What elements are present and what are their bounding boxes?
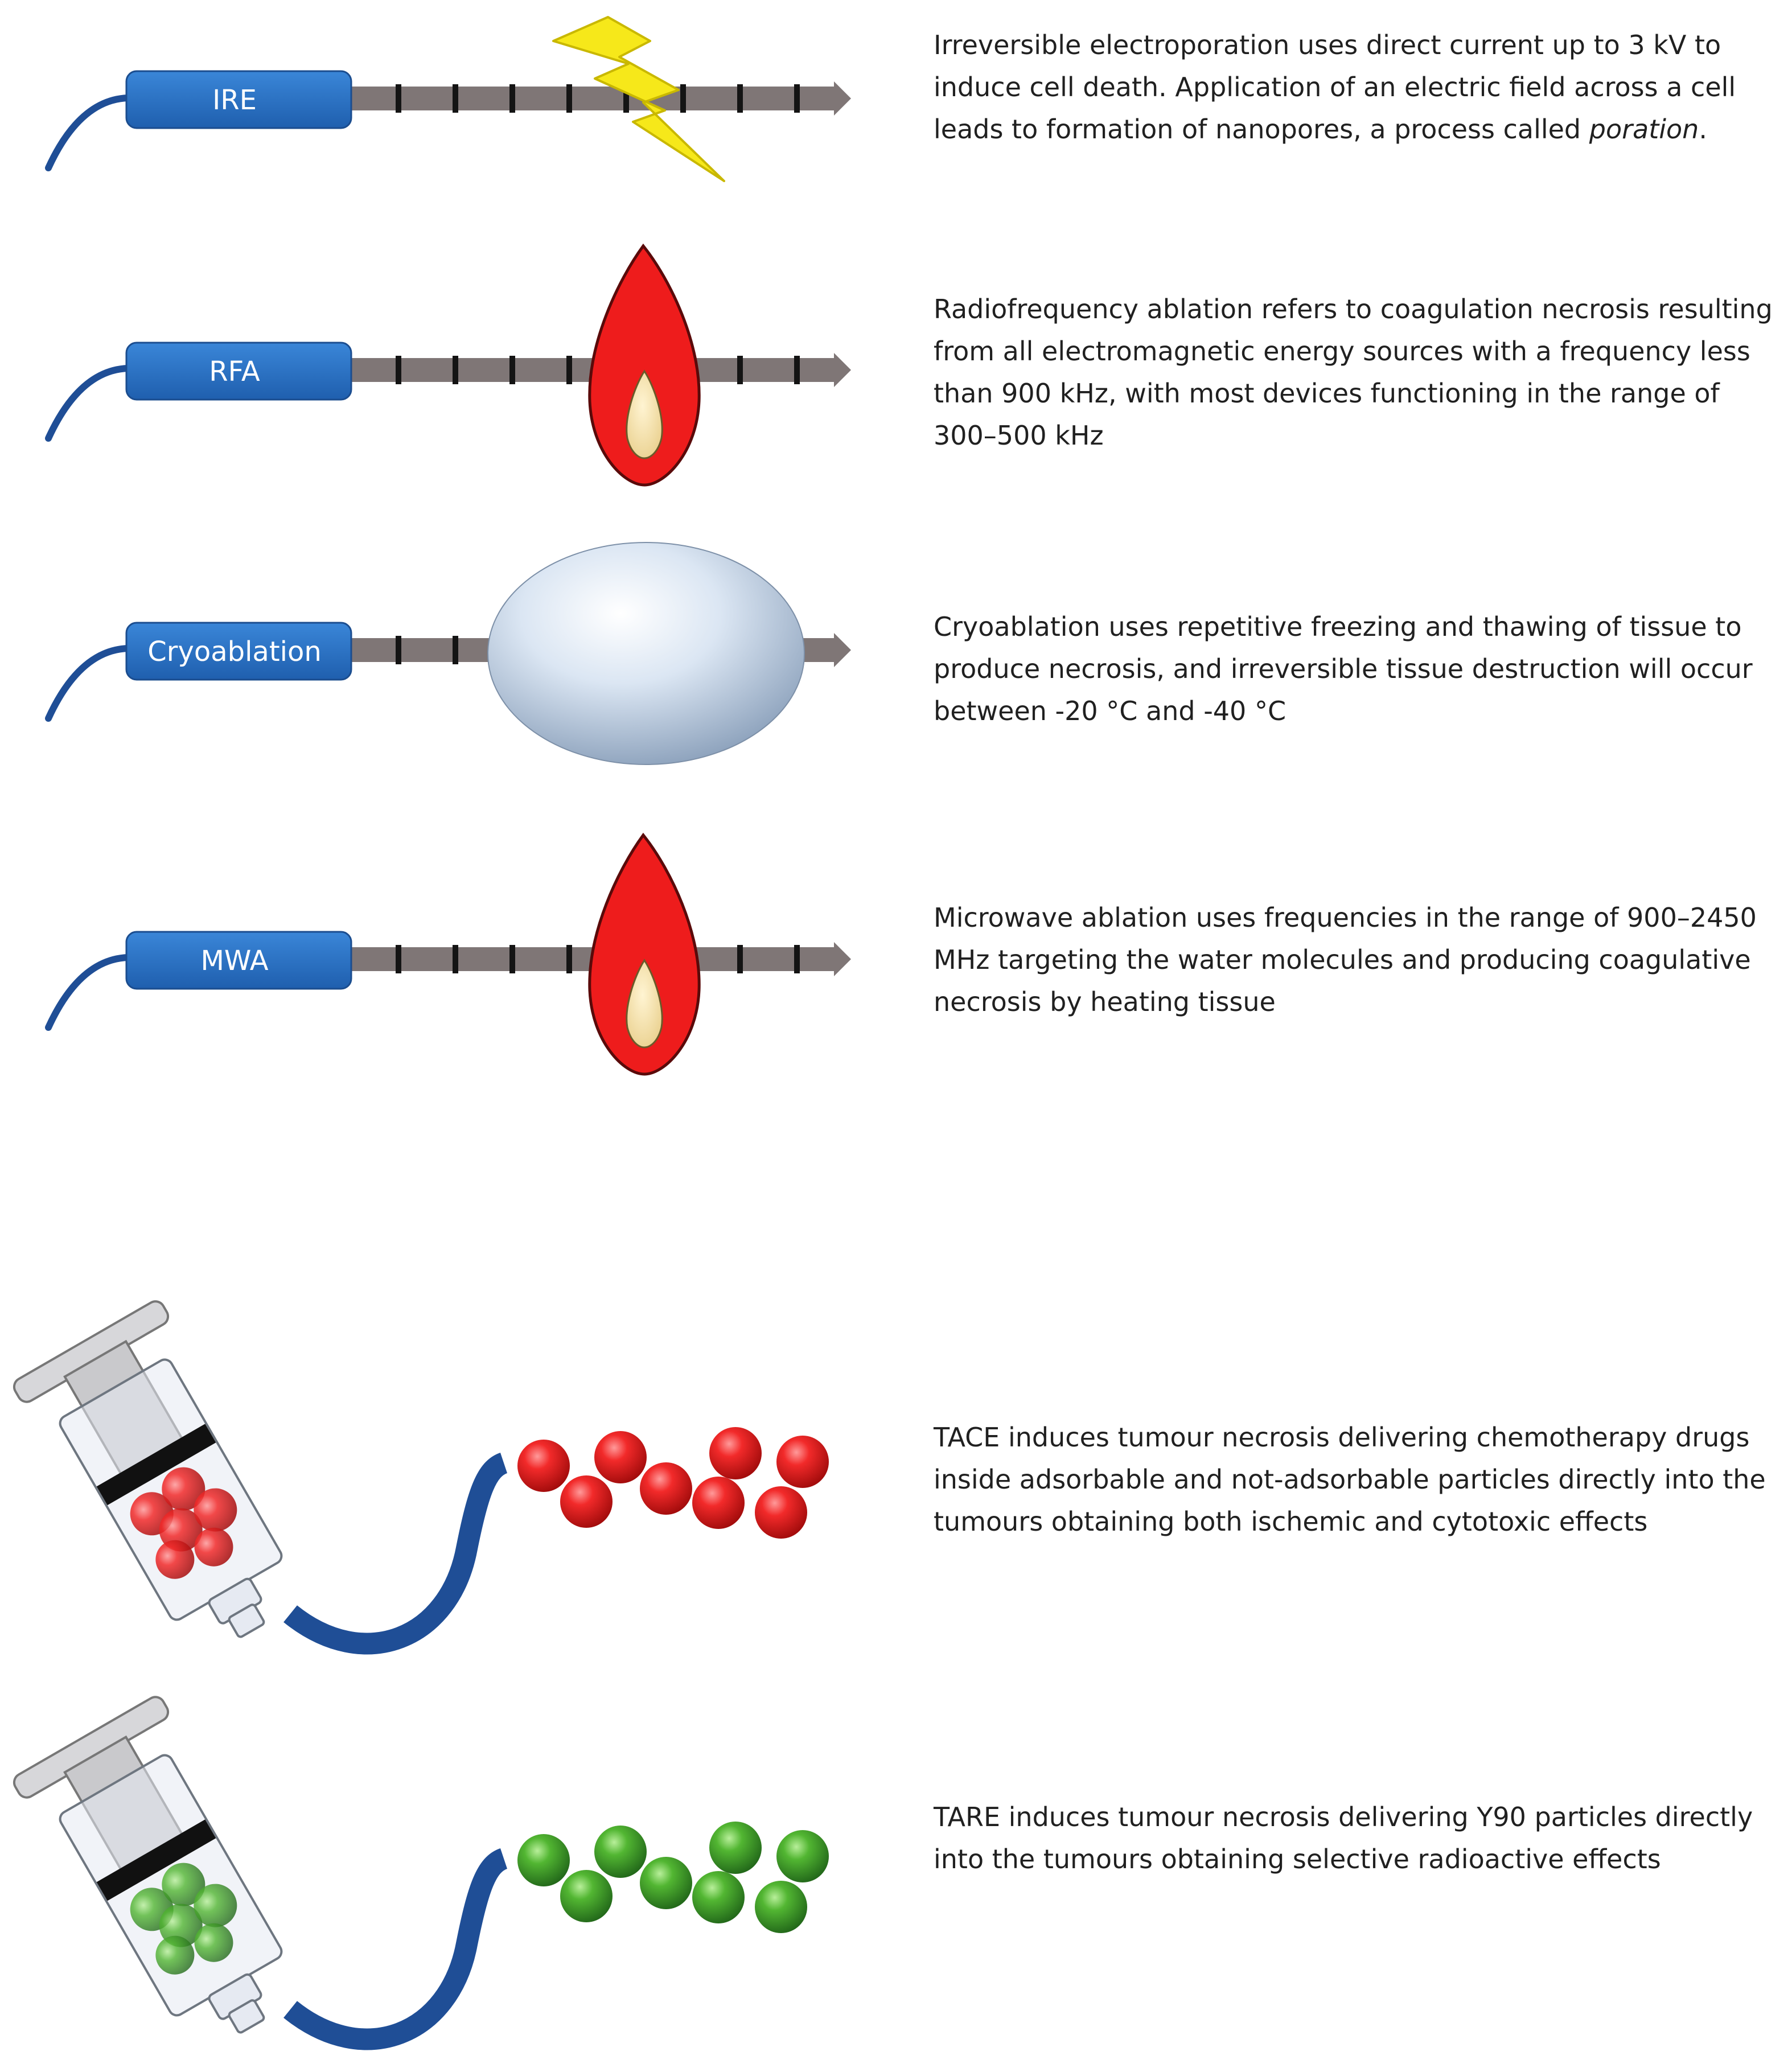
probe-handle: RFA (125, 342, 352, 401)
probe-cable (45, 365, 131, 442)
probe-cable (45, 954, 131, 1031)
probe-handle: IRE (125, 70, 352, 129)
catheter-tube (283, 1848, 508, 2050)
probe-label-ire: IRE (212, 84, 257, 116)
probe-handle: Cryoablation (125, 622, 352, 681)
probe-cable (45, 645, 131, 722)
probe-cable (45, 94, 131, 171)
probe-ire: IRE (45, 16, 851, 182)
ice-ball-icon (487, 542, 805, 765)
particle-cluster (517, 1822, 829, 1933)
probe-label-cryo: Cryoablation (147, 636, 322, 668)
syringe-tare (13, 1696, 829, 2050)
probe-handle: MWA (125, 931, 352, 990)
tare-description: TARE induces tumour necrosis delivering … (934, 1802, 1753, 1874)
ire-description: Irreversible electroporation uses direct… (934, 30, 1736, 145)
syringe-tace (13, 1300, 829, 1655)
flame-icon (588, 243, 701, 487)
syringe-icon (13, 1300, 283, 1638)
probe-rfa: RFA (45, 243, 851, 487)
flame-icon (588, 832, 701, 1076)
catheter-tube (283, 1452, 508, 1655)
probe-label-mwa: MWA (200, 945, 268, 977)
tace-description: TACE induces tumour necrosis delivering … (934, 1422, 1766, 1537)
rfa-description: Radiofrequency ablation refers to coagul… (934, 294, 1773, 451)
probe-shaft (347, 81, 851, 116)
lightning-bolt-icon (552, 16, 725, 182)
particle-cluster (517, 1427, 829, 1539)
syringe-icon (13, 1696, 283, 2034)
probe-mwa: MWA (45, 832, 851, 1076)
cryoablation-description: Cryoablation uses repetitive freezing an… (934, 611, 1753, 726)
probe-label-rfa: RFA (209, 356, 260, 388)
probe-cryo: Cryoablation (45, 542, 851, 765)
mwa-description: Microwave ablation uses frequencies in t… (934, 902, 1757, 1017)
